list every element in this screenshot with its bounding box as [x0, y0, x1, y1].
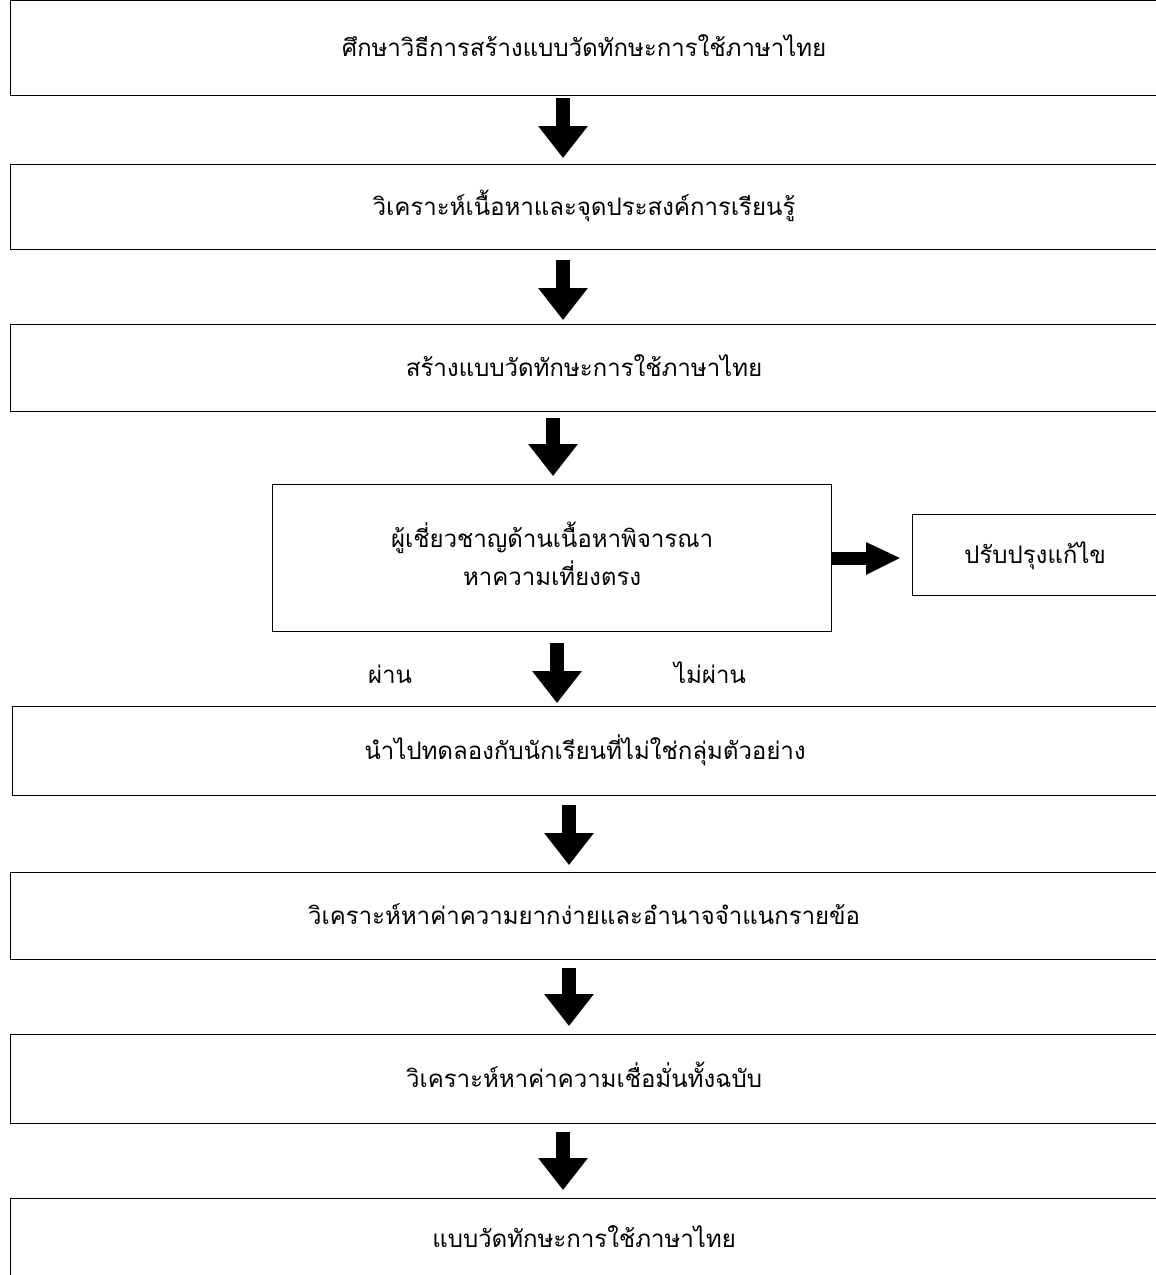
- side-box-revise-label: ปรับปรุงแก้ไข: [964, 540, 1106, 569]
- step-item-analysis: วิเคราะห์หาค่าความยากง่ายและอำนาจจำแนกรา…: [10, 872, 1156, 960]
- step-reliability-analysis-label: วิเคราะห์หาค่าความเชื่อมั่นทั้งฉบับ: [406, 1064, 762, 1093]
- side-box-revise: ปรับปรุงแก้ไข: [912, 514, 1156, 596]
- step-expert-review-line2: หาความเที่ยงตรง: [462, 563, 642, 591]
- branch-label-fail: ไม่ผ่าน: [674, 661, 746, 689]
- step-final-test: แบบวัดทักษะการใช้ภาษาไทย: [10, 1198, 1156, 1275]
- step-expert-review-line1: ผู้เชี่ยวชาญด้านเนื้อหาพิจารณา: [390, 524, 714, 553]
- branch-label-pass: ผ่าน: [368, 661, 412, 689]
- arrow-down-7: [538, 1132, 588, 1190]
- step-analyze-content-label: วิเคราะห์เนื้อหาและจุดประสงค์การเรียนรู้: [372, 192, 796, 221]
- step-create-test: สร้างแบบวัดทักษะการใช้ภาษาไทย: [10, 324, 1156, 412]
- arrow-down-3: [528, 418, 578, 476]
- step-reliability-analysis: วิเคราะห์หาค่าความเชื่อมั่นทั้งฉบับ: [10, 1034, 1156, 1124]
- arrow-down-5: [544, 805, 594, 865]
- arrow-down-6: [544, 968, 594, 1026]
- step-pilot-test-label: นำไปทดลองกับนักเรียนที่ไม่ใช่กลุ่มตัวอย่…: [364, 736, 806, 765]
- step-study-methods: ศึกษาวิธีการสร้างแบบวัดทักษะการใช้ภาษาไท…: [10, 0, 1156, 96]
- step-analyze-content: วิเคราะห์เนื้อหาและจุดประสงค์การเรียนรู้: [10, 164, 1156, 250]
- step-study-methods-label: ศึกษาวิธีการสร้างแบบวัดทักษะการใช้ภาษาไท…: [341, 33, 827, 62]
- step-pilot-test: นำไปทดลองกับนักเรียนที่ไม่ใช่กลุ่มตัวอย่…: [12, 706, 1156, 796]
- step-create-test-label: สร้างแบบวัดทักษะการใช้ภาษาไทย: [405, 353, 763, 382]
- arrow-down-1: [538, 98, 588, 158]
- step-expert-review: ผู้เชี่ยวชาญด้านเนื้อหาพิจารณา หาความเที…: [272, 484, 832, 632]
- step-final-test-label: แบบวัดทักษะการใช้ภาษาไทย: [432, 1224, 736, 1253]
- arrow-down-4: [532, 643, 582, 703]
- step-item-analysis-label: วิเคราะห์หาค่าความยากง่ายและอำนาจจำแนกรา…: [308, 901, 860, 930]
- arrow-down-2: [538, 260, 588, 320]
